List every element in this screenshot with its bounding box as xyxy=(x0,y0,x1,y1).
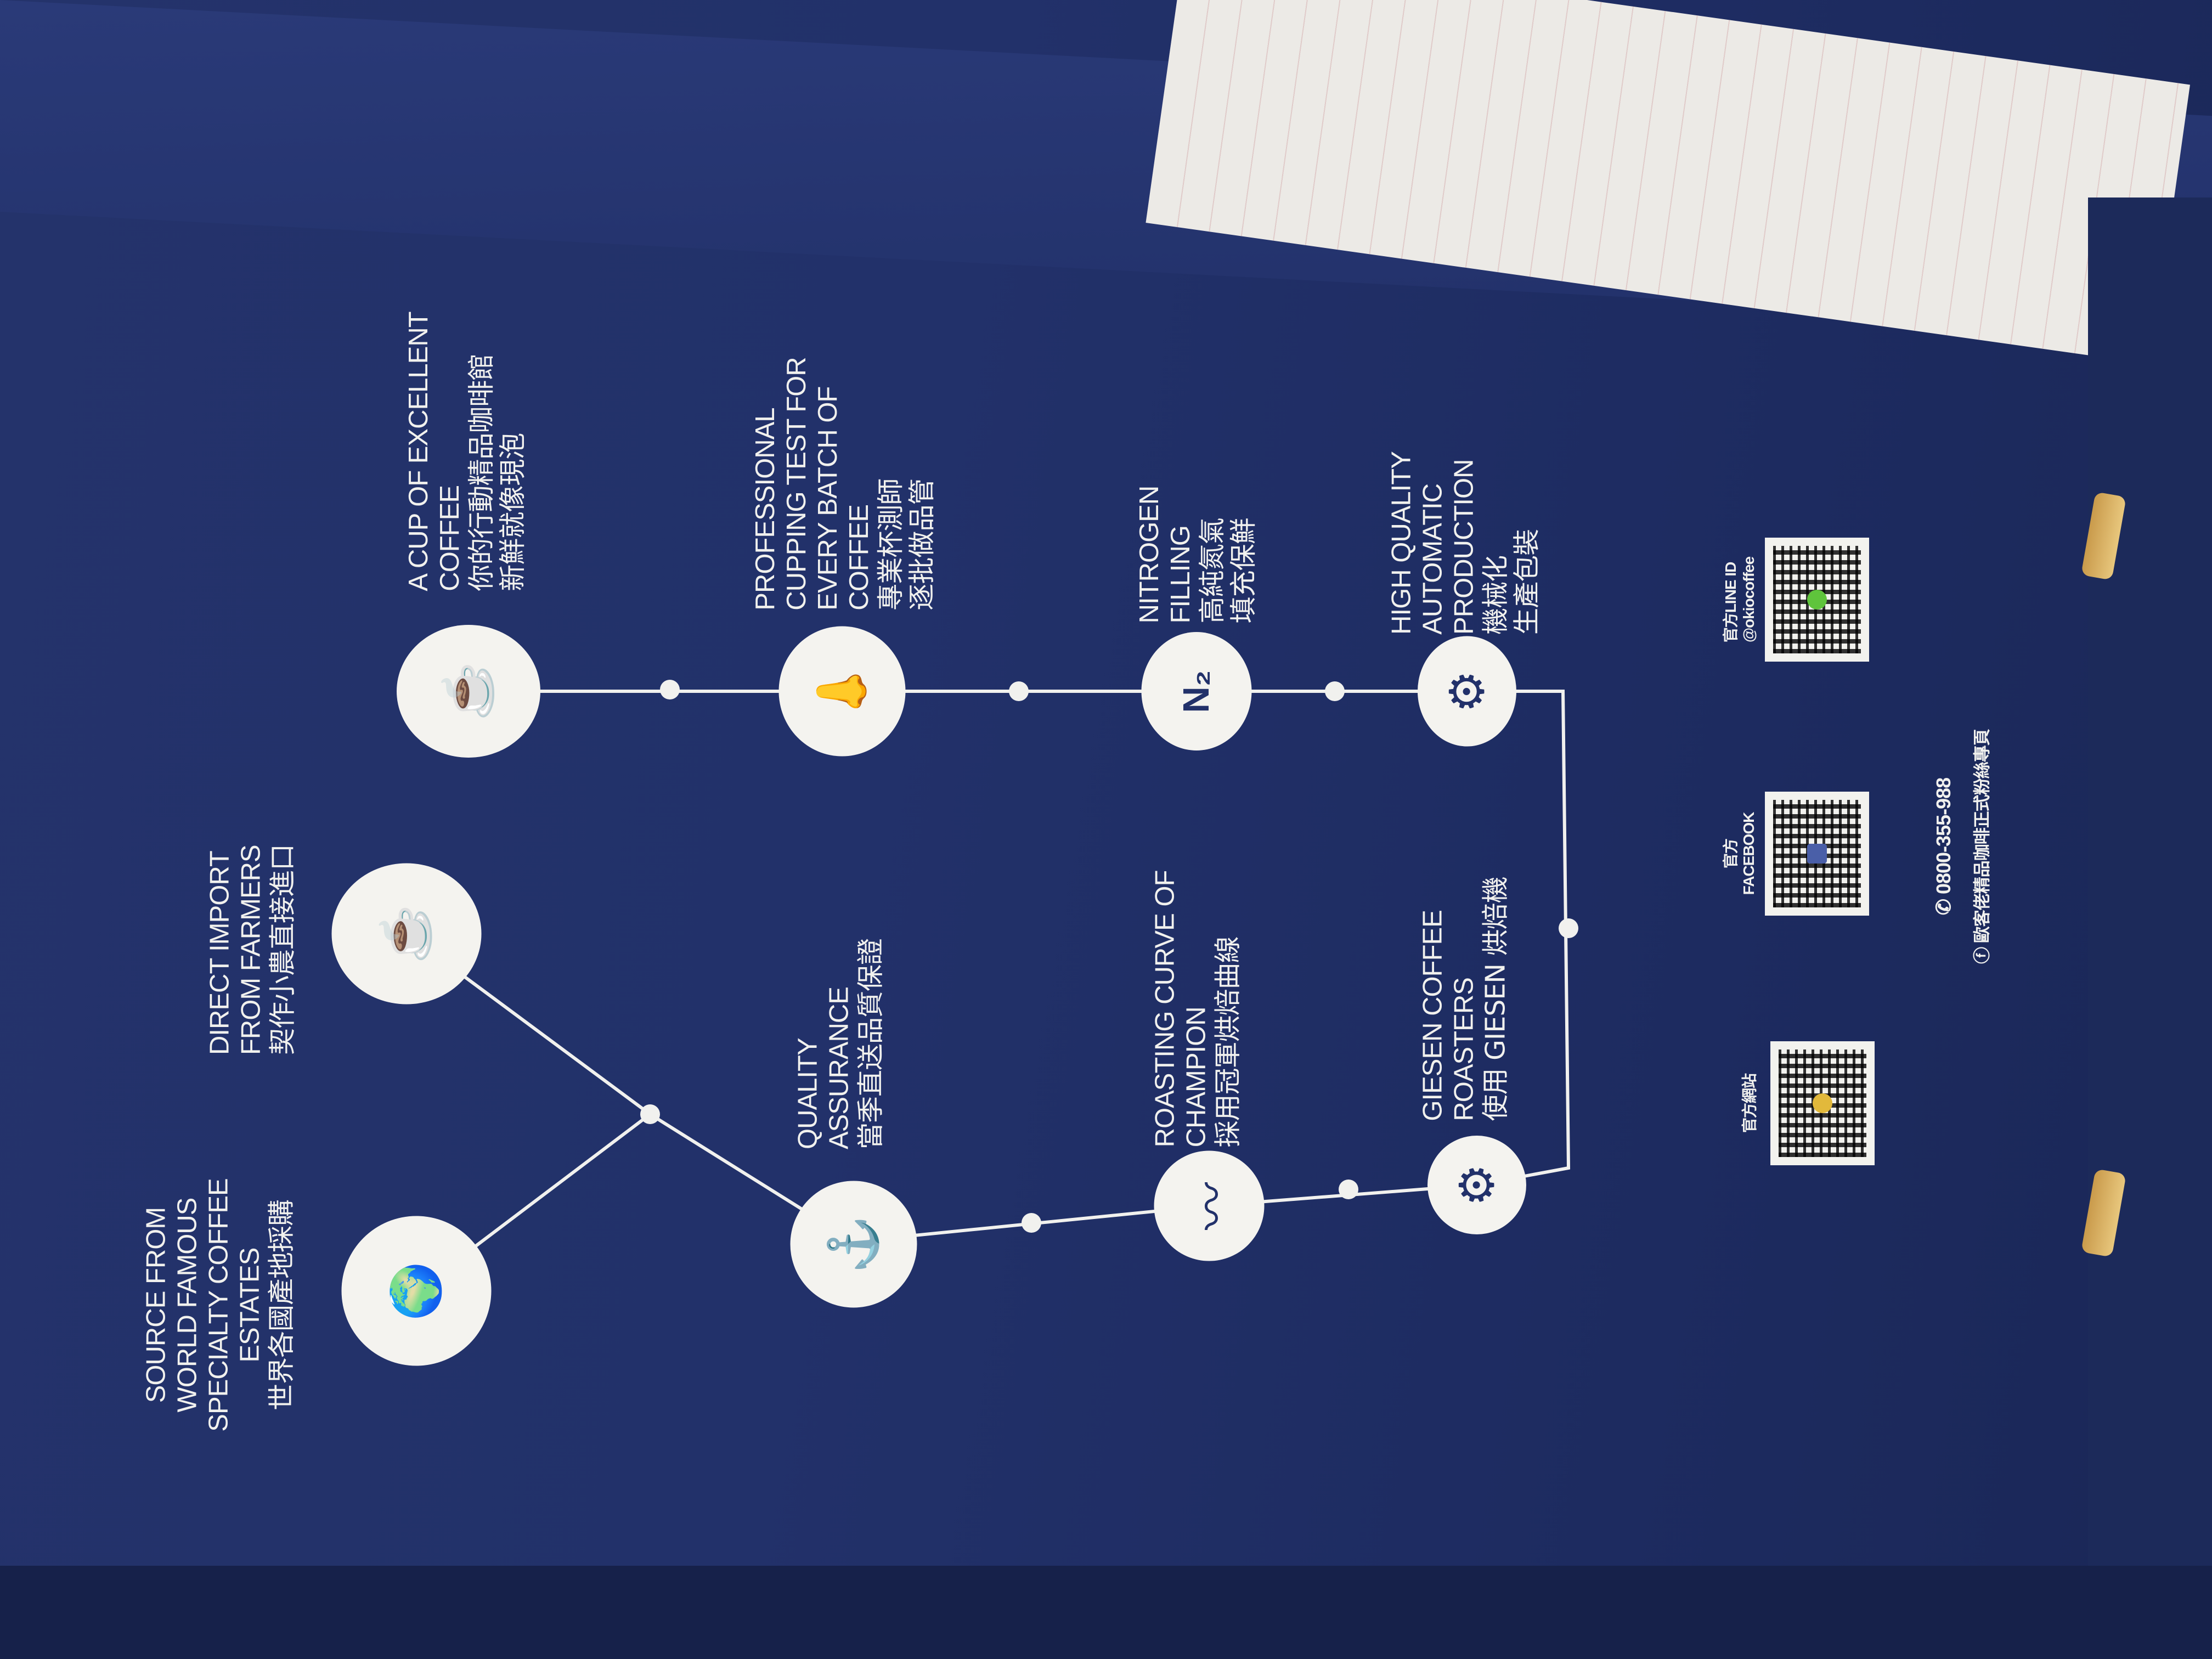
facebook-qr-code[interactable] xyxy=(1765,792,1869,916)
box-bottom-edge xyxy=(0,1566,2212,1659)
facebook-page-name: ⓕ 歐客佬精品咖啡正式粉絲專頁 xyxy=(1972,729,1992,964)
roaster-machine-icon: ⚙ xyxy=(1427,1136,1526,1234)
junction-dot xyxy=(640,1104,660,1124)
line-qr-code[interactable] xyxy=(1765,538,1869,662)
flow-line-top xyxy=(469,690,1571,1187)
map-shipping-icon: ⚓ xyxy=(790,1181,917,1308)
flow-dot xyxy=(1559,918,1578,938)
farmer-picking-icon: ☕ xyxy=(331,863,482,1005)
website-label: 官方網站 xyxy=(1741,1073,1758,1133)
flow-dot xyxy=(660,680,680,699)
cupping-taster-icon: 👃 xyxy=(778,626,906,757)
line-label: 官方LINE ID@okiocoffee xyxy=(1722,556,1757,643)
nitrogen-icon: N₂ xyxy=(1141,632,1252,751)
flow-dot xyxy=(1325,681,1345,701)
phone-icon: ✆ xyxy=(1932,894,1955,916)
box-side-wall xyxy=(2088,198,2212,1566)
facebook-icon: ⓕ xyxy=(1972,943,1992,964)
website-qr-code[interactable] xyxy=(1770,1041,1875,1165)
world-map-icon: 🌍 xyxy=(341,1216,492,1366)
phone-number: ✆ 0800-355-988 xyxy=(1932,777,1955,916)
flow-dot xyxy=(1022,1213,1041,1233)
coffee-cup-icon: ☕ xyxy=(397,625,540,758)
roast-curve-icon: 〰 xyxy=(1154,1150,1265,1261)
flow-dot xyxy=(1339,1180,1358,1199)
flow-dot xyxy=(1009,681,1029,701)
conveyor-production-icon: ⚙ xyxy=(1418,636,1516,747)
